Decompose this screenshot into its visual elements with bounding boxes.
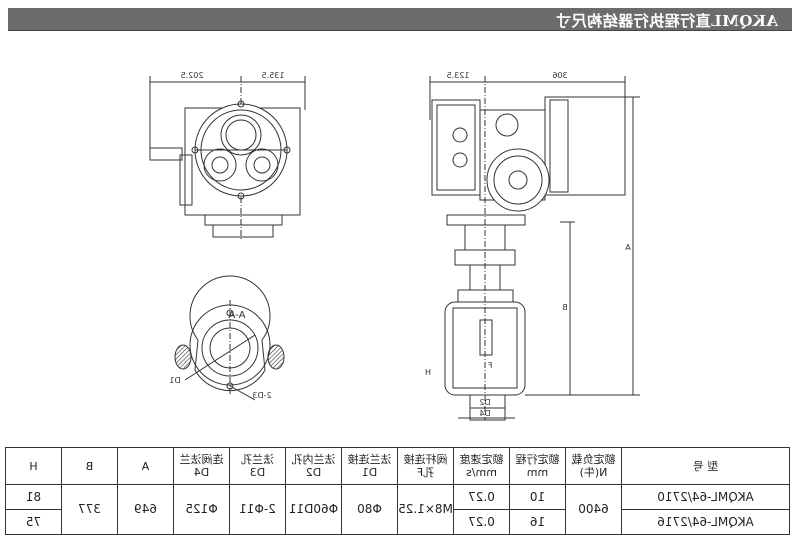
d1-label: D1 (169, 376, 180, 385)
cell-d1: Φ80 (341, 484, 398, 535)
cell-stem: M8×1.25 (397, 484, 454, 535)
dim-b: B (562, 303, 568, 312)
cell-speed: 0.27 (453, 484, 510, 510)
dim-a: A (625, 243, 631, 252)
cell-d3: 2-Φ11 (229, 484, 286, 535)
header-h: H (5, 447, 62, 485)
cell-stroke: 10 (509, 484, 566, 510)
dim-123-5: 123.5 (447, 71, 470, 80)
cell-a: 649 (117, 484, 174, 535)
d3-label: 2-D3 (252, 391, 271, 400)
header-stem: 阀杆连接孔F (397, 447, 454, 485)
cell-stroke: 16 (509, 509, 566, 535)
table-row: AKQML-64/2710 6400 10 0.27 M8×1.25 Φ80 Φ… (5, 484, 790, 535)
dim-202-5: 202.5 (181, 71, 204, 80)
technical-drawing: 202.5 135.5 123.5 306 A B F D2 D4 H A-A … (149, 71, 640, 421)
header-b: B (61, 447, 118, 485)
header-a: A (117, 447, 174, 485)
cell-d2: Φ60D11 (285, 484, 342, 535)
d2-label: D2 (479, 398, 490, 407)
cell-load: 6400 (565, 484, 622, 535)
h-label: H (425, 368, 431, 377)
dim-306: 306 (552, 71, 567, 80)
cell-speed: 0.27 (453, 509, 510, 535)
dim-135-5: 135.5 (262, 71, 285, 80)
stem-f-label: F (487, 361, 492, 370)
cell-d4: Φ125 (173, 484, 230, 535)
cell-model: AKQML-64/2710 (621, 484, 790, 510)
cell-b: 377 (61, 484, 118, 535)
d4-label: D4 (479, 409, 490, 418)
cell-model: AKQML-64/2716 (621, 509, 790, 535)
right-view-actuator-valve (429, 76, 640, 421)
cell-h: 75 (5, 509, 62, 535)
section-a-a (174, 275, 285, 401)
left-view-actuator (149, 76, 306, 240)
section-title: A-A (228, 310, 245, 321)
header-model: 型 号 (621, 447, 790, 485)
cell-h: 81 (5, 484, 62, 510)
